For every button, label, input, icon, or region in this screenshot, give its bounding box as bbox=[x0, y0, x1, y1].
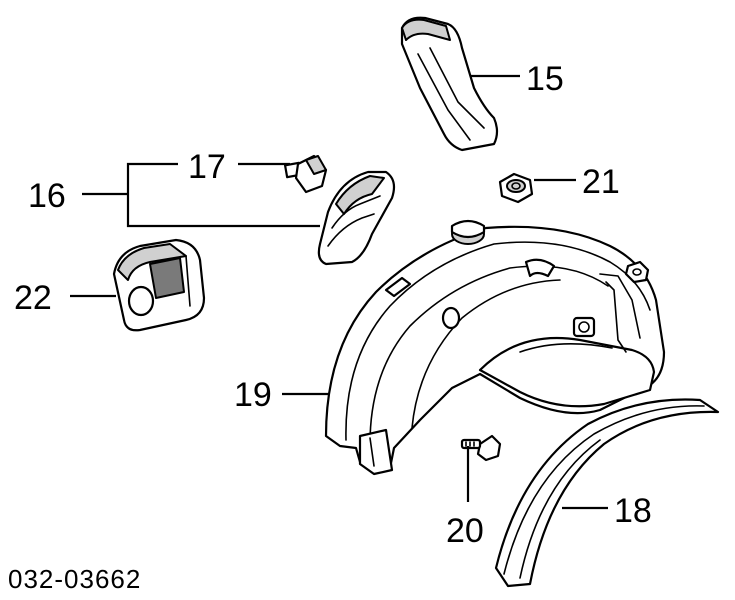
callout-20: 20 bbox=[446, 512, 484, 550]
callout-16: 16 bbox=[28, 177, 66, 215]
part-15-flap bbox=[400, 16, 499, 152]
callout-18: 18 bbox=[614, 492, 652, 530]
part-16-wedge bbox=[317, 170, 396, 266]
callout-19: 19 bbox=[234, 376, 272, 414]
part-19-fender-liner bbox=[324, 219, 666, 476]
part-18-arch-trim bbox=[494, 398, 720, 588]
part-17-clip bbox=[283, 154, 328, 194]
callout-22: 22 bbox=[14, 279, 52, 317]
part-20-screw bbox=[460, 434, 502, 462]
callout-21: 21 bbox=[582, 163, 620, 201]
callout-15: 15 bbox=[526, 60, 564, 98]
part-22-bracket bbox=[112, 238, 206, 332]
callout-labels: 15 16 17 21 22 19 20 18 bbox=[14, 60, 652, 550]
part-21-nut bbox=[498, 172, 534, 204]
callout-17: 17 bbox=[188, 148, 226, 186]
drawing-code: 032-03662 bbox=[8, 564, 141, 594]
leader-lines bbox=[70, 74, 608, 510]
